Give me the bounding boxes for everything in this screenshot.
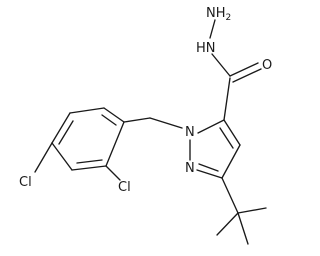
atom-cl-para: Cl (19, 175, 32, 190)
bond-ar-c6-c1 (105, 121, 125, 167)
bond-tbu-me-left (216, 212, 239, 236)
bond-ar-c3-c4-inner (58, 120, 74, 145)
bond-c5-c4 (223, 119, 241, 146)
bond-c3-tbu (221, 177, 239, 214)
bond-ar-c1-c2 (103, 107, 125, 123)
atom-nh2: NH2 (206, 6, 231, 23)
bond-ar-c2-c3 (69, 107, 105, 114)
bond-ar-c3-c4 (51, 112, 71, 144)
bond-c5-c4-inner (219, 127, 234, 149)
bond-ch2-aryl (123, 117, 151, 123)
bond-c5-n1 (197, 119, 225, 134)
atom-nh2-subscript: 2 (226, 13, 232, 23)
bond-tbu-me-right (237, 207, 267, 214)
bond-ar-c5-c6-inner (76, 159, 103, 164)
bond-n1-ch2 (149, 117, 183, 129)
bond-tbu-me-down (237, 212, 249, 245)
bond-nn-hydrazide (209, 19, 216, 39)
bond-carbonyl-double-1 (229, 62, 259, 77)
bond-nh-carbonyl-c (211, 53, 231, 77)
atom-n2: N (185, 161, 195, 176)
bond-ar-c6-cl (105, 165, 121, 181)
atom-n1: N (185, 125, 195, 140)
atom-cl-ortho: Cl (118, 180, 131, 195)
bond-ar-c1-c2-inner (101, 114, 117, 126)
atom-nh2-label: NH (206, 6, 226, 21)
bond-c4-c3 (221, 144, 241, 179)
structure-diagram: NH2 HN O N N Cl Cl (19, 6, 272, 245)
molecule-canvas: NH2 HN O N N Cl Cl (19, 6, 272, 245)
bond-carbonyl-double-2 (232, 68, 262, 83)
bond-c3-n2-inner (198, 163, 219, 172)
atom-carbonyl-o: O (262, 58, 272, 73)
bond-ar-c4-c5 (51, 142, 73, 171)
bond-c3-n2 (196, 169, 223, 179)
bond-ar-c4-cl (34, 142, 53, 173)
atom-hn: HN (196, 41, 216, 56)
bond-ar-c5-c6 (71, 165, 107, 171)
bond-carbonyl-to-c5 (223, 77, 231, 121)
